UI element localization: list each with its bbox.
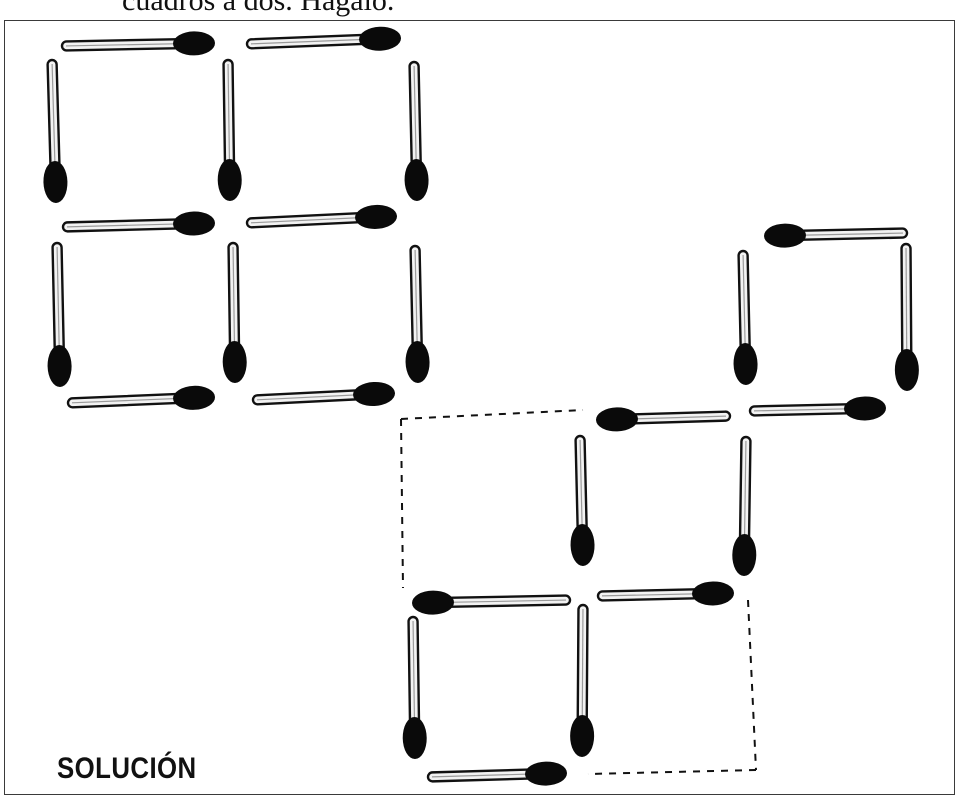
match-head xyxy=(173,31,215,56)
matchstick-21 xyxy=(598,581,735,608)
matchstick-19 xyxy=(732,437,758,576)
match-head xyxy=(404,159,429,202)
dashed-segment-2 xyxy=(401,419,403,588)
match-head xyxy=(173,385,216,411)
matchstick-10 xyxy=(403,246,430,384)
match-head xyxy=(692,581,735,606)
matchstick-1 xyxy=(62,31,215,58)
matchstick-22 xyxy=(401,617,427,759)
matchstick-24 xyxy=(428,761,568,789)
match-head xyxy=(405,341,430,384)
matchsticks xyxy=(40,26,919,789)
match-head xyxy=(412,590,454,615)
matchstick-18 xyxy=(568,436,595,567)
match-head xyxy=(173,211,216,236)
matchstick-11 xyxy=(68,385,216,415)
match-head xyxy=(47,345,72,387)
matchstick-8 xyxy=(45,243,72,388)
dashed-segment-3 xyxy=(748,600,756,770)
match-head xyxy=(222,341,247,383)
match-head xyxy=(402,717,427,759)
match-head xyxy=(354,204,397,230)
match-head xyxy=(596,407,639,432)
match-head xyxy=(895,349,919,391)
match-head xyxy=(217,159,242,201)
match-head xyxy=(732,534,757,576)
matchstick-5 xyxy=(402,62,429,202)
match-head xyxy=(525,761,568,786)
match-head xyxy=(352,381,395,407)
match-head xyxy=(359,26,402,52)
matchstick-4 xyxy=(216,60,242,201)
match-head xyxy=(570,715,594,757)
match-head xyxy=(844,396,887,421)
matchstick-7 xyxy=(246,204,397,235)
matchstick-16 xyxy=(596,404,731,432)
dashed-segment-1 xyxy=(401,410,583,419)
matchstick-6 xyxy=(63,211,216,239)
matchstick-9 xyxy=(221,243,247,383)
matchstick-20 xyxy=(412,588,570,615)
matchstick-13 xyxy=(764,221,908,248)
solution-label: SOLUCIÓN xyxy=(57,752,197,786)
match-head xyxy=(570,524,595,567)
matchstick-17 xyxy=(750,396,887,423)
matchstick-14 xyxy=(731,251,758,386)
matchstick-23 xyxy=(570,605,595,757)
match-head xyxy=(43,161,68,204)
dashed-segment-4 xyxy=(588,770,756,774)
matchstick-3 xyxy=(40,60,68,204)
match-head xyxy=(764,223,806,248)
matchstick-12 xyxy=(252,381,395,412)
matchstick-2 xyxy=(247,26,402,56)
matchstick-15 xyxy=(894,244,919,391)
match-head xyxy=(733,343,758,386)
